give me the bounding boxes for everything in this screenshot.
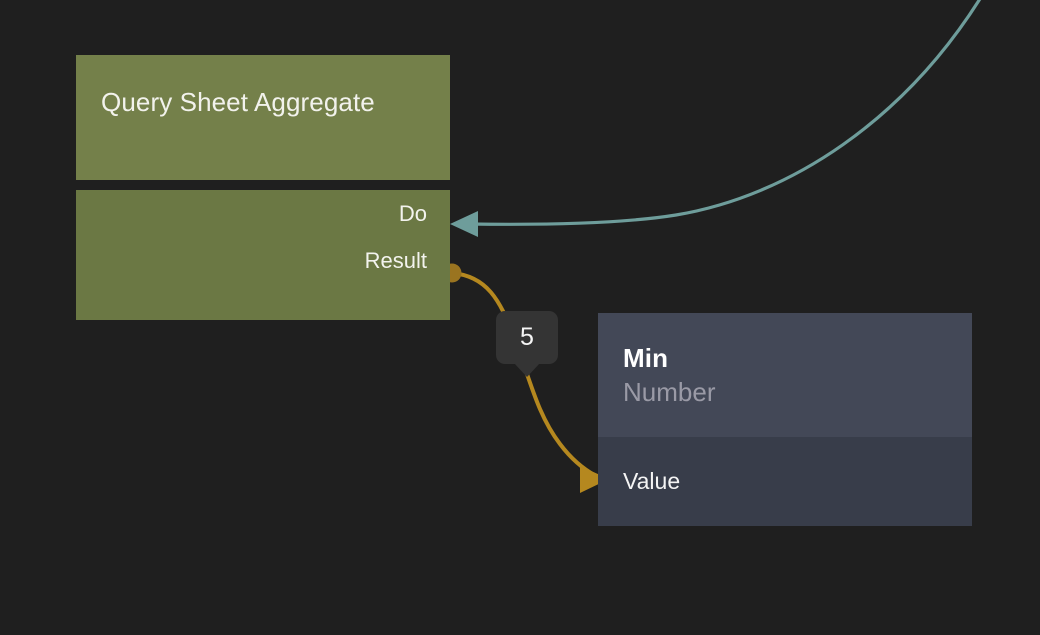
port-row-do[interactable]: Do: [76, 190, 450, 237]
port-label-do: Do: [398, 200, 427, 226]
port-label-value: Value: [623, 468, 681, 494]
node-min[interactable]: Min Number Value: [598, 313, 972, 526]
node-title: Min: [623, 343, 669, 373]
wire-value-tooltip[interactable]: 5: [496, 311, 558, 377]
node-query-sheet-aggregate[interactable]: Query Sheet Aggregate Do Result: [76, 55, 450, 320]
connection-exec-into-do[interactable]: [450, 0, 983, 237]
node-header[interactable]: Query Sheet Aggregate: [76, 55, 450, 180]
port-label-result: Result: [364, 247, 427, 273]
node-body: Value: [598, 437, 972, 526]
arrow-left-icon: [450, 211, 478, 237]
node-title: Query Sheet Aggregate: [101, 87, 375, 117]
node-header[interactable]: Min Number: [598, 313, 972, 437]
connection-result-to-value[interactable]: [442, 263, 610, 494]
tooltip-tail-icon: [514, 363, 540, 377]
node-subtitle: Number: [623, 377, 716, 407]
port-row-value[interactable]: Value: [598, 437, 972, 526]
port-row-result[interactable]: Result: [76, 237, 450, 284]
wire-value-text: 5: [520, 323, 534, 351]
node-body: Do Result: [76, 190, 450, 320]
